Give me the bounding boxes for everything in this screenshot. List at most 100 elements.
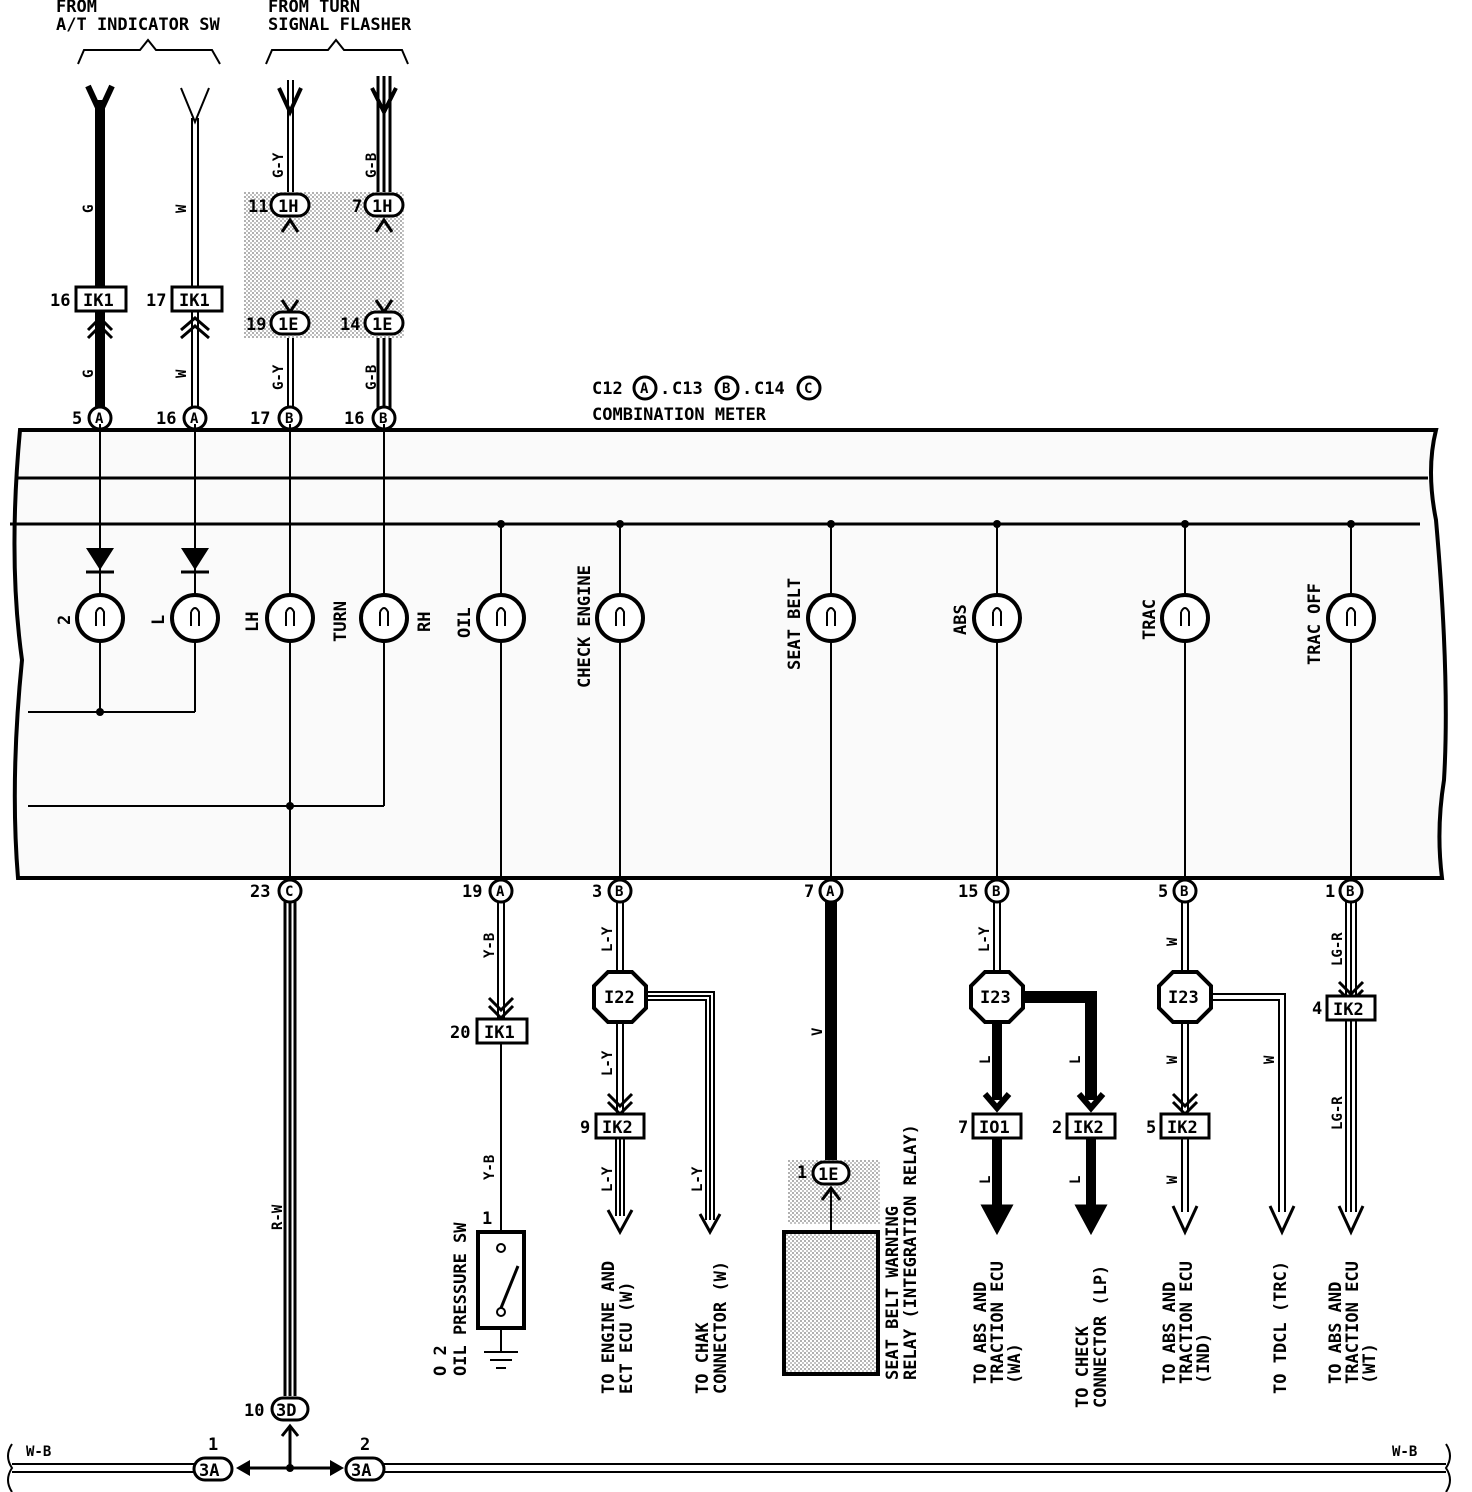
pin-5b: 5	[1158, 882, 1168, 902]
wire-g-label: G	[81, 205, 97, 213]
svg-text:L: L	[978, 1056, 994, 1064]
connector-1e-a	[269, 310, 311, 336]
svg-text:TO TDCL (TRC): TO TDCL (TRC)	[1271, 1261, 1291, 1394]
svg-text:IK2: IK2	[602, 1118, 633, 1138]
pin-1b: 1	[1325, 882, 1335, 902]
svg-text:1: 1	[208, 1435, 218, 1455]
lamp-label-trac: TRAC	[1140, 599, 1160, 640]
svg-text:TRACTION ECU: TRACTION ECU	[988, 1261, 1008, 1384]
combination-meter-box	[12, 428, 1448, 880]
j-1e-pin-19: 19	[246, 315, 266, 335]
svg-text:3A: 3A	[199, 1461, 219, 1481]
diode-l-icon	[181, 548, 209, 570]
svg-text:TO ENGINE AND: TO ENGINE AND	[599, 1261, 619, 1394]
bus-connector-left	[192, 1456, 234, 1482]
j-1e-label-a: 1E	[278, 315, 298, 335]
svg-text:B: B	[379, 411, 387, 427]
svg-text:I23: I23	[980, 988, 1011, 1008]
junction-i23-abs	[969, 970, 1025, 1024]
connector-ik1-b	[170, 285, 224, 313]
pin-3b: 3	[592, 882, 602, 902]
svg-text:A: A	[826, 884, 835, 900]
seat-belt-warning-relay	[782, 1230, 880, 1376]
svg-text:OIL PRESSURE SW: OIL PRESSURE SW	[451, 1222, 471, 1376]
svg-text:2: 2	[1052, 1118, 1062, 1138]
svg-text:B: B	[1346, 884, 1354, 900]
meter-c13: C13	[672, 379, 703, 399]
svg-text:ECT ECU (W): ECT ECU (W)	[617, 1281, 637, 1394]
ground-conn-pin: 10	[244, 1401, 264, 1421]
svg-text:CONNECTOR (LP): CONNECTOR (LP)	[1091, 1265, 1111, 1408]
svg-text:TO CHAK: TO CHAK	[693, 1322, 713, 1394]
wire-g-label-2: G	[81, 370, 97, 378]
svg-text:TO CHECK: TO CHECK	[1073, 1325, 1093, 1408]
svg-text:TO ABS AND: TO ABS AND	[971, 1282, 991, 1384]
svg-text:I23: I23	[1168, 988, 1199, 1008]
lamp-label-oil: OIL	[455, 607, 475, 638]
pin-23c: 23	[250, 882, 270, 902]
ik1-a-double-arrow	[86, 315, 114, 340]
svg-text:L-Y: L-Y	[977, 926, 993, 952]
svg-text:B: B	[285, 411, 293, 427]
bulb-trac-off-icon	[1326, 593, 1376, 643]
arrow-in-w	[180, 87, 210, 125]
pin-16b: 16	[344, 409, 364, 429]
svg-text:L: L	[978, 1176, 994, 1184]
turn-bracket	[265, 38, 409, 65]
at-sw-line2: A/T INDICATOR SW	[56, 15, 221, 35]
ik1-pin-16: 16	[50, 291, 70, 311]
connector-1h-a	[269, 192, 311, 218]
j-1h-label-b: 1H	[372, 197, 392, 217]
svg-text:5: 5	[1146, 1118, 1156, 1138]
svg-text:9: 9	[580, 1118, 590, 1138]
svg-text:L-Y: L-Y	[600, 1166, 616, 1192]
svg-text:1: 1	[482, 1209, 492, 1229]
pin-16a: 16	[156, 409, 176, 429]
j-1h-pin-7: 7	[352, 197, 362, 217]
bulb-seat-belt-icon	[806, 593, 856, 643]
pin-7a: 7	[804, 882, 814, 902]
svg-text:3D: 3D	[276, 1401, 296, 1421]
lamp-label-lh: LH	[243, 612, 263, 632]
ground-wire-label: R-W	[270, 1204, 286, 1230]
wire-w-label-2: W	[174, 369, 190, 378]
meter-c14: C14	[754, 379, 785, 399]
svg-text:L: L	[1068, 1056, 1084, 1064]
svg-text:(IND): (IND)	[1194, 1333, 1214, 1384]
svg-text:Y-B: Y-B	[482, 933, 498, 958]
svg-text:20: 20	[450, 1023, 470, 1043]
svg-text:C: C	[285, 884, 293, 900]
bulb-lh-icon	[265, 593, 315, 643]
svg-text:IK1: IK1	[484, 1023, 515, 1043]
meter-name: COMBINATION METER	[592, 405, 767, 425]
bus-connector-right	[344, 1456, 386, 1482]
svg-text:V: V	[810, 1027, 826, 1036]
svg-text:SEAT BELT WARNING: SEAT BELT WARNING	[883, 1206, 903, 1380]
svg-text:TO ABS AND: TO ABS AND	[1326, 1282, 1346, 1384]
lamp-label-seat-belt: SEAT BELT	[785, 578, 805, 670]
pin-19a: 19	[462, 882, 482, 902]
svg-text:W: W	[1262, 1055, 1278, 1064]
connector-1e-b	[363, 310, 405, 336]
bulb-rh-icon	[359, 593, 409, 643]
turn-line2: SIGNAL FLASHER	[268, 15, 412, 35]
meter-c12-letter: A	[640, 381, 649, 397]
j-1h-pin-11: 11	[248, 197, 268, 217]
meter-c12: C12	[592, 379, 623, 399]
seatbelt-connector-1e	[811, 1160, 851, 1186]
ik1-b-double-arrow	[180, 316, 210, 340]
lamp-label-l: L	[149, 615, 169, 625]
svg-text:TRACTION ECU: TRACTION ECU	[1343, 1261, 1363, 1384]
wire-gy-label: G-Y	[271, 152, 287, 178]
lamp-label-check-engine: CHECK ENGINE	[575, 565, 595, 688]
bulb-abs-icon	[972, 593, 1022, 643]
svg-text:TRACTION ECU: TRACTION ECU	[1177, 1261, 1197, 1384]
meter-c14-letter: C	[804, 381, 812, 397]
svg-text:3A: 3A	[351, 1461, 371, 1481]
meter-c13-circle	[714, 375, 740, 401]
svg-text:CONNECTOR (W): CONNECTOR (W)	[711, 1261, 731, 1394]
j-1h-label-a: 1H	[278, 197, 298, 217]
j-1e-pin-14: 14	[340, 315, 360, 335]
connector-ik1-a	[74, 285, 128, 313]
